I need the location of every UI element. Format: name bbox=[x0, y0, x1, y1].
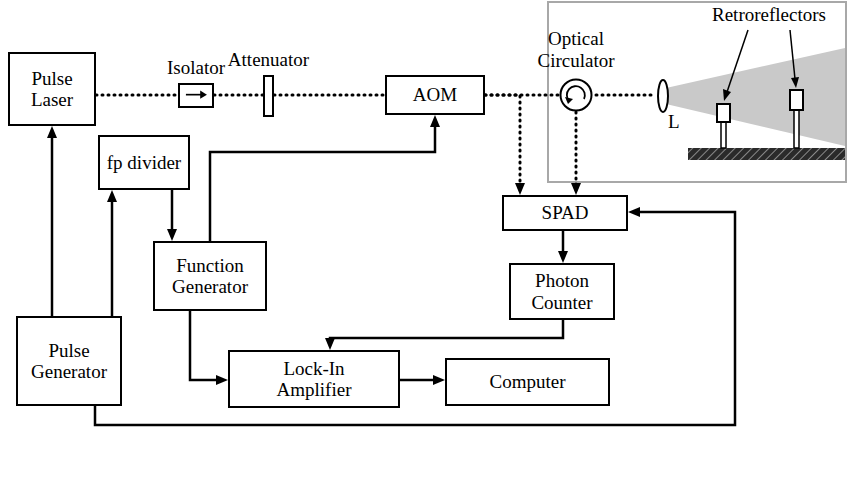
beam-path bbox=[596, 94, 655, 97]
circulator-arrowhead bbox=[565, 97, 573, 104]
box-label: Function Generator bbox=[160, 255, 260, 298]
wire-line bbox=[400, 379, 435, 382]
beam-line bbox=[485, 95, 520, 185]
beam-path bbox=[571, 112, 581, 195]
wire-line bbox=[171, 190, 174, 231]
arrowhead bbox=[515, 183, 525, 195]
signal-line bbox=[190, 311, 228, 385]
signal-line bbox=[558, 231, 568, 263]
beam-path bbox=[214, 95, 263, 96]
leader-arrowhead bbox=[791, 77, 799, 88]
signal-line bbox=[400, 375, 445, 385]
wire-line bbox=[190, 311, 218, 380]
modulator-box: AOM bbox=[385, 75, 485, 115]
signal-line bbox=[167, 190, 177, 241]
laser-box: Pulse Laser bbox=[8, 52, 96, 126]
divider-box: fp divider bbox=[98, 135, 190, 190]
beam-line bbox=[96, 94, 178, 97]
retroreflector bbox=[790, 90, 803, 110]
node-symbol bbox=[180, 85, 212, 106]
box-label: AOM bbox=[413, 84, 457, 105]
circulator-symbol: Optical Circulator bbox=[559, 78, 593, 112]
computer-box: Computer bbox=[445, 358, 610, 406]
circulator-ring bbox=[561, 80, 592, 111]
wire-line bbox=[51, 136, 54, 316]
part-label: Optical Circulator bbox=[530, 28, 622, 71]
beam-line bbox=[274, 94, 385, 97]
wire-line bbox=[210, 125, 435, 241]
box-label: fp divider bbox=[107, 152, 181, 173]
wire-line bbox=[95, 212, 735, 425]
node-symbol bbox=[559, 78, 593, 112]
wire-line bbox=[330, 320, 563, 340]
isolator-arrowhead bbox=[200, 90, 207, 98]
beam-path bbox=[485, 95, 525, 195]
signal-line bbox=[47, 126, 57, 316]
part-label: Retroreflectors bbox=[712, 5, 826, 26]
generator-box: Function Generator bbox=[153, 241, 267, 311]
attenuator-plate: Attenuator bbox=[263, 75, 274, 117]
beam-path bbox=[96, 95, 178, 96]
box-label: Computer bbox=[490, 371, 566, 392]
box-label: Pulse Laser bbox=[16, 68, 88, 111]
wire-line bbox=[111, 200, 114, 316]
signal-line bbox=[325, 320, 563, 350]
beam-line bbox=[575, 112, 578, 185]
counter-box: Photon Counter bbox=[509, 263, 615, 320]
isolator-box: Isolator bbox=[178, 83, 214, 108]
reflector-post bbox=[721, 122, 726, 148]
lens-symbol bbox=[658, 80, 668, 112]
signal-line bbox=[95, 207, 735, 425]
wire-line bbox=[562, 231, 565, 253]
box-label: Pulse Generator bbox=[23, 340, 115, 383]
generator-box: Pulse Generator bbox=[16, 316, 122, 406]
signal-line bbox=[107, 190, 117, 316]
signal-line bbox=[210, 115, 440, 241]
part-label: L bbox=[668, 112, 680, 133]
ground-base bbox=[688, 148, 845, 160]
leader-line bbox=[790, 30, 795, 79]
reflector-post bbox=[794, 110, 799, 148]
leader-line bbox=[727, 30, 748, 92]
beam-line bbox=[214, 94, 263, 97]
leader-arrowhead bbox=[723, 89, 731, 101]
amplifier-box: Lock-In Amplifier bbox=[228, 350, 400, 408]
isolator-arrow bbox=[186, 94, 201, 96]
beam-cone bbox=[666, 48, 845, 146]
box-label: Lock-In Amplifier bbox=[258, 358, 370, 401]
box-label: Photon Counter bbox=[516, 270, 608, 313]
retroreflector bbox=[717, 104, 730, 122]
detector-box: SPAD bbox=[502, 195, 628, 231]
part-label: Attenuator bbox=[209, 49, 329, 70]
box-label: SPAD bbox=[542, 202, 589, 223]
beam-path bbox=[274, 95, 385, 96]
